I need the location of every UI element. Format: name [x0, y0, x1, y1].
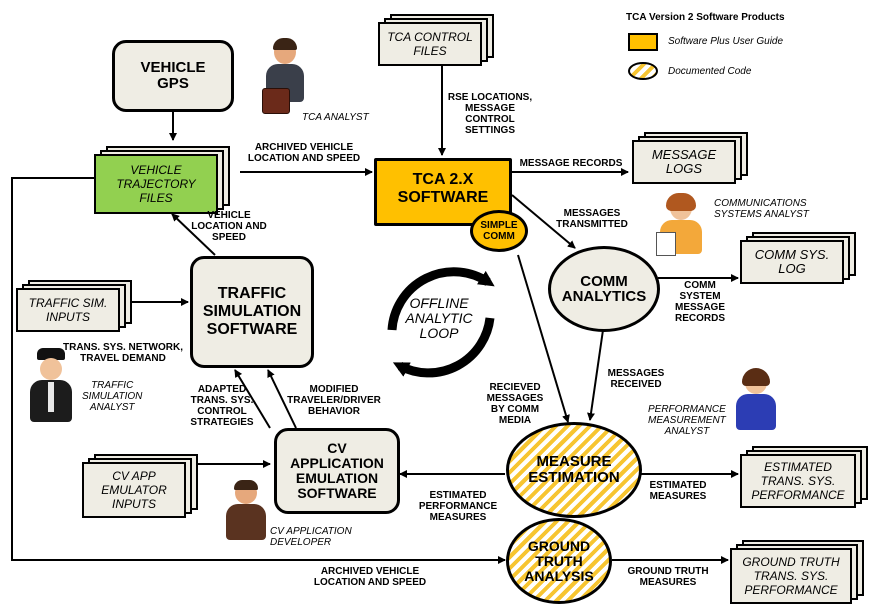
message-logs-doc: MESSAGE LOGS — [632, 132, 752, 186]
comm-analyst-label: COMMUNICATIONS SYSTEMS ANALYST — [714, 198, 809, 220]
vehicle-trajectory-files-label: VEHICLE TRAJECTORY FILES — [94, 154, 218, 214]
edge-label-ground-truth-measures: GROUND TRUTH MEASURES — [627, 566, 709, 588]
edge-simsw-to-trajectory — [171, 213, 216, 256]
edge-label-archived-bottom: ARCHIVED VEHICLE LOCATION AND SPEED — [313, 566, 427, 588]
edge-label-estimated-measures: ESTIMATED MEASURES — [649, 480, 707, 502]
comm-analytics-ellipse: COMM ANALYTICS — [548, 246, 660, 332]
edge-label-vehicle-location-speed: VEHICLE LOCATION AND SPEED — [191, 210, 267, 243]
edge-label-received-by-media: RECIEVED MESSAGES BY COMM MEDIA — [486, 382, 544, 426]
comm-sys-log-label: COMM SYS. LOG — [740, 240, 844, 284]
edge-label-comm-system-records: COMM SYSTEM MESSAGE RECORDS — [674, 280, 725, 324]
edge-label-messages-received: MESSAGES RECEIVED — [607, 368, 665, 390]
legend-swatch-code — [628, 62, 658, 80]
edge-label-trans-network: TRANS. SYS. NETWORK, TRAVEL DEMAND — [62, 342, 183, 364]
edge-label-adapted-strategies: ADAPTED TRANS. SYS. CONTROL STRATEGIES — [190, 384, 254, 428]
ground-truth-performance-doc: GROUND TRUTH TRANS. SYS. PERFORMANCE — [730, 540, 870, 606]
edge-label-archived-top: ARCHIVED VEHICLE LOCATION AND SPEED — [247, 142, 361, 164]
edge-cv-to-simsw-right — [267, 369, 297, 429]
comm-analyst-person-icon — [656, 193, 704, 260]
edge-tca-to-measure — [517, 254, 570, 423]
traffic-analyst-person-icon — [28, 348, 74, 424]
cv-developer-label: CV APPLICATION DEVELOPER — [270, 526, 352, 548]
message-logs-label: MESSAGE LOGS — [632, 140, 736, 184]
ground-truth-analysis-ellipse: GROUND TRUTH ANALYSIS — [506, 518, 612, 604]
edge-label-estimated-performance-measures: ESTIMATED PERFORMANCE MEASURES — [418, 490, 498, 523]
edge-label-messages-transmitted: MESSAGES TRANSMITTED — [556, 208, 628, 230]
edge-cv-to-simsw-left — [234, 369, 271, 429]
estimated-performance-doc: ESTIMATED TRANS. SYS. PERFORMANCE — [740, 446, 870, 510]
traffic-sim-inputs-doc: TRAFFIC SIM. INPUTS — [16, 280, 136, 334]
legend-title: TCA Version 2 Software Products — [626, 12, 785, 23]
loop-arrow-top — [387, 267, 495, 331]
traffic-analyst-label: TRAFFIC SIMULATION ANALYST — [82, 380, 143, 413]
traffic-sim-inputs-label: TRAFFIC SIM. INPUTS — [16, 288, 120, 332]
edge-label-rse-locations: RSE LOCATIONS, MESSAGE CONTROL SETTINGS — [447, 92, 533, 136]
cv-app-inputs-label: CV APP EMULATOR INPUTS — [82, 462, 186, 518]
cv-app-inputs-doc: CV APP EMULATOR INPUTS — [82, 454, 202, 520]
legend-swatch-guide — [628, 33, 658, 51]
performance-analyst-person-icon — [734, 368, 778, 432]
tca-control-files-label: TCA CONTROL FILES — [378, 22, 482, 66]
ground-truth-performance-label: GROUND TRUTH TRANS. SYS. PERFORMANCE — [730, 548, 852, 604]
edge-label-modified-behavior: MODIFIED TRAVELER/DRIVER BEHAVIOR — [287, 384, 381, 417]
measure-estimation-ellipse: MEASURE ESTIMATION — [506, 422, 642, 518]
cv-application-software-box: CV APPLICATION EMULATION SOFTWARE — [274, 428, 400, 514]
legend-item-code: Documented Code — [668, 66, 752, 77]
edge-comm-to-measure — [587, 329, 604, 421]
offline-loop-label: OFFLINE ANALYTIC LOOP — [405, 295, 473, 341]
traffic-simulation-software-box: TRAFFIC SIMULATION SOFTWARE — [190, 256, 314, 368]
legend-item-guide: Software Plus User Guide — [668, 36, 784, 47]
tca-control-files-doc: TCA CONTROL FILES — [378, 14, 498, 68]
vehicle-gps-box: VEHICLE GPS — [112, 40, 234, 112]
edge-trajectory-to-ground-truth — [11, 177, 506, 564]
loop-arrow-bottom — [392, 317, 495, 378]
simple-comm-ellipse: SIMPLE COMM — [470, 210, 528, 252]
estimated-performance-label: ESTIMATED TRANS. SYS. PERFORMANCE — [740, 454, 856, 508]
tca-analyst-person-icon — [262, 38, 306, 120]
cv-developer-person-icon — [224, 480, 268, 542]
vehicle-trajectory-files-doc: VEHICLE TRAJECTORY FILES — [94, 146, 244, 216]
comm-sys-log-doc: COMM SYS. LOG — [740, 232, 860, 286]
edge-label-message-records: MESSAGE RECORDS — [519, 158, 623, 169]
edge-tca-to-comm-analytics — [511, 194, 576, 249]
performance-analyst-label: PERFORMANCE MEASUREMENT ANALYST — [648, 404, 726, 437]
tca-analyst-label: TCA ANALYST — [302, 112, 369, 123]
